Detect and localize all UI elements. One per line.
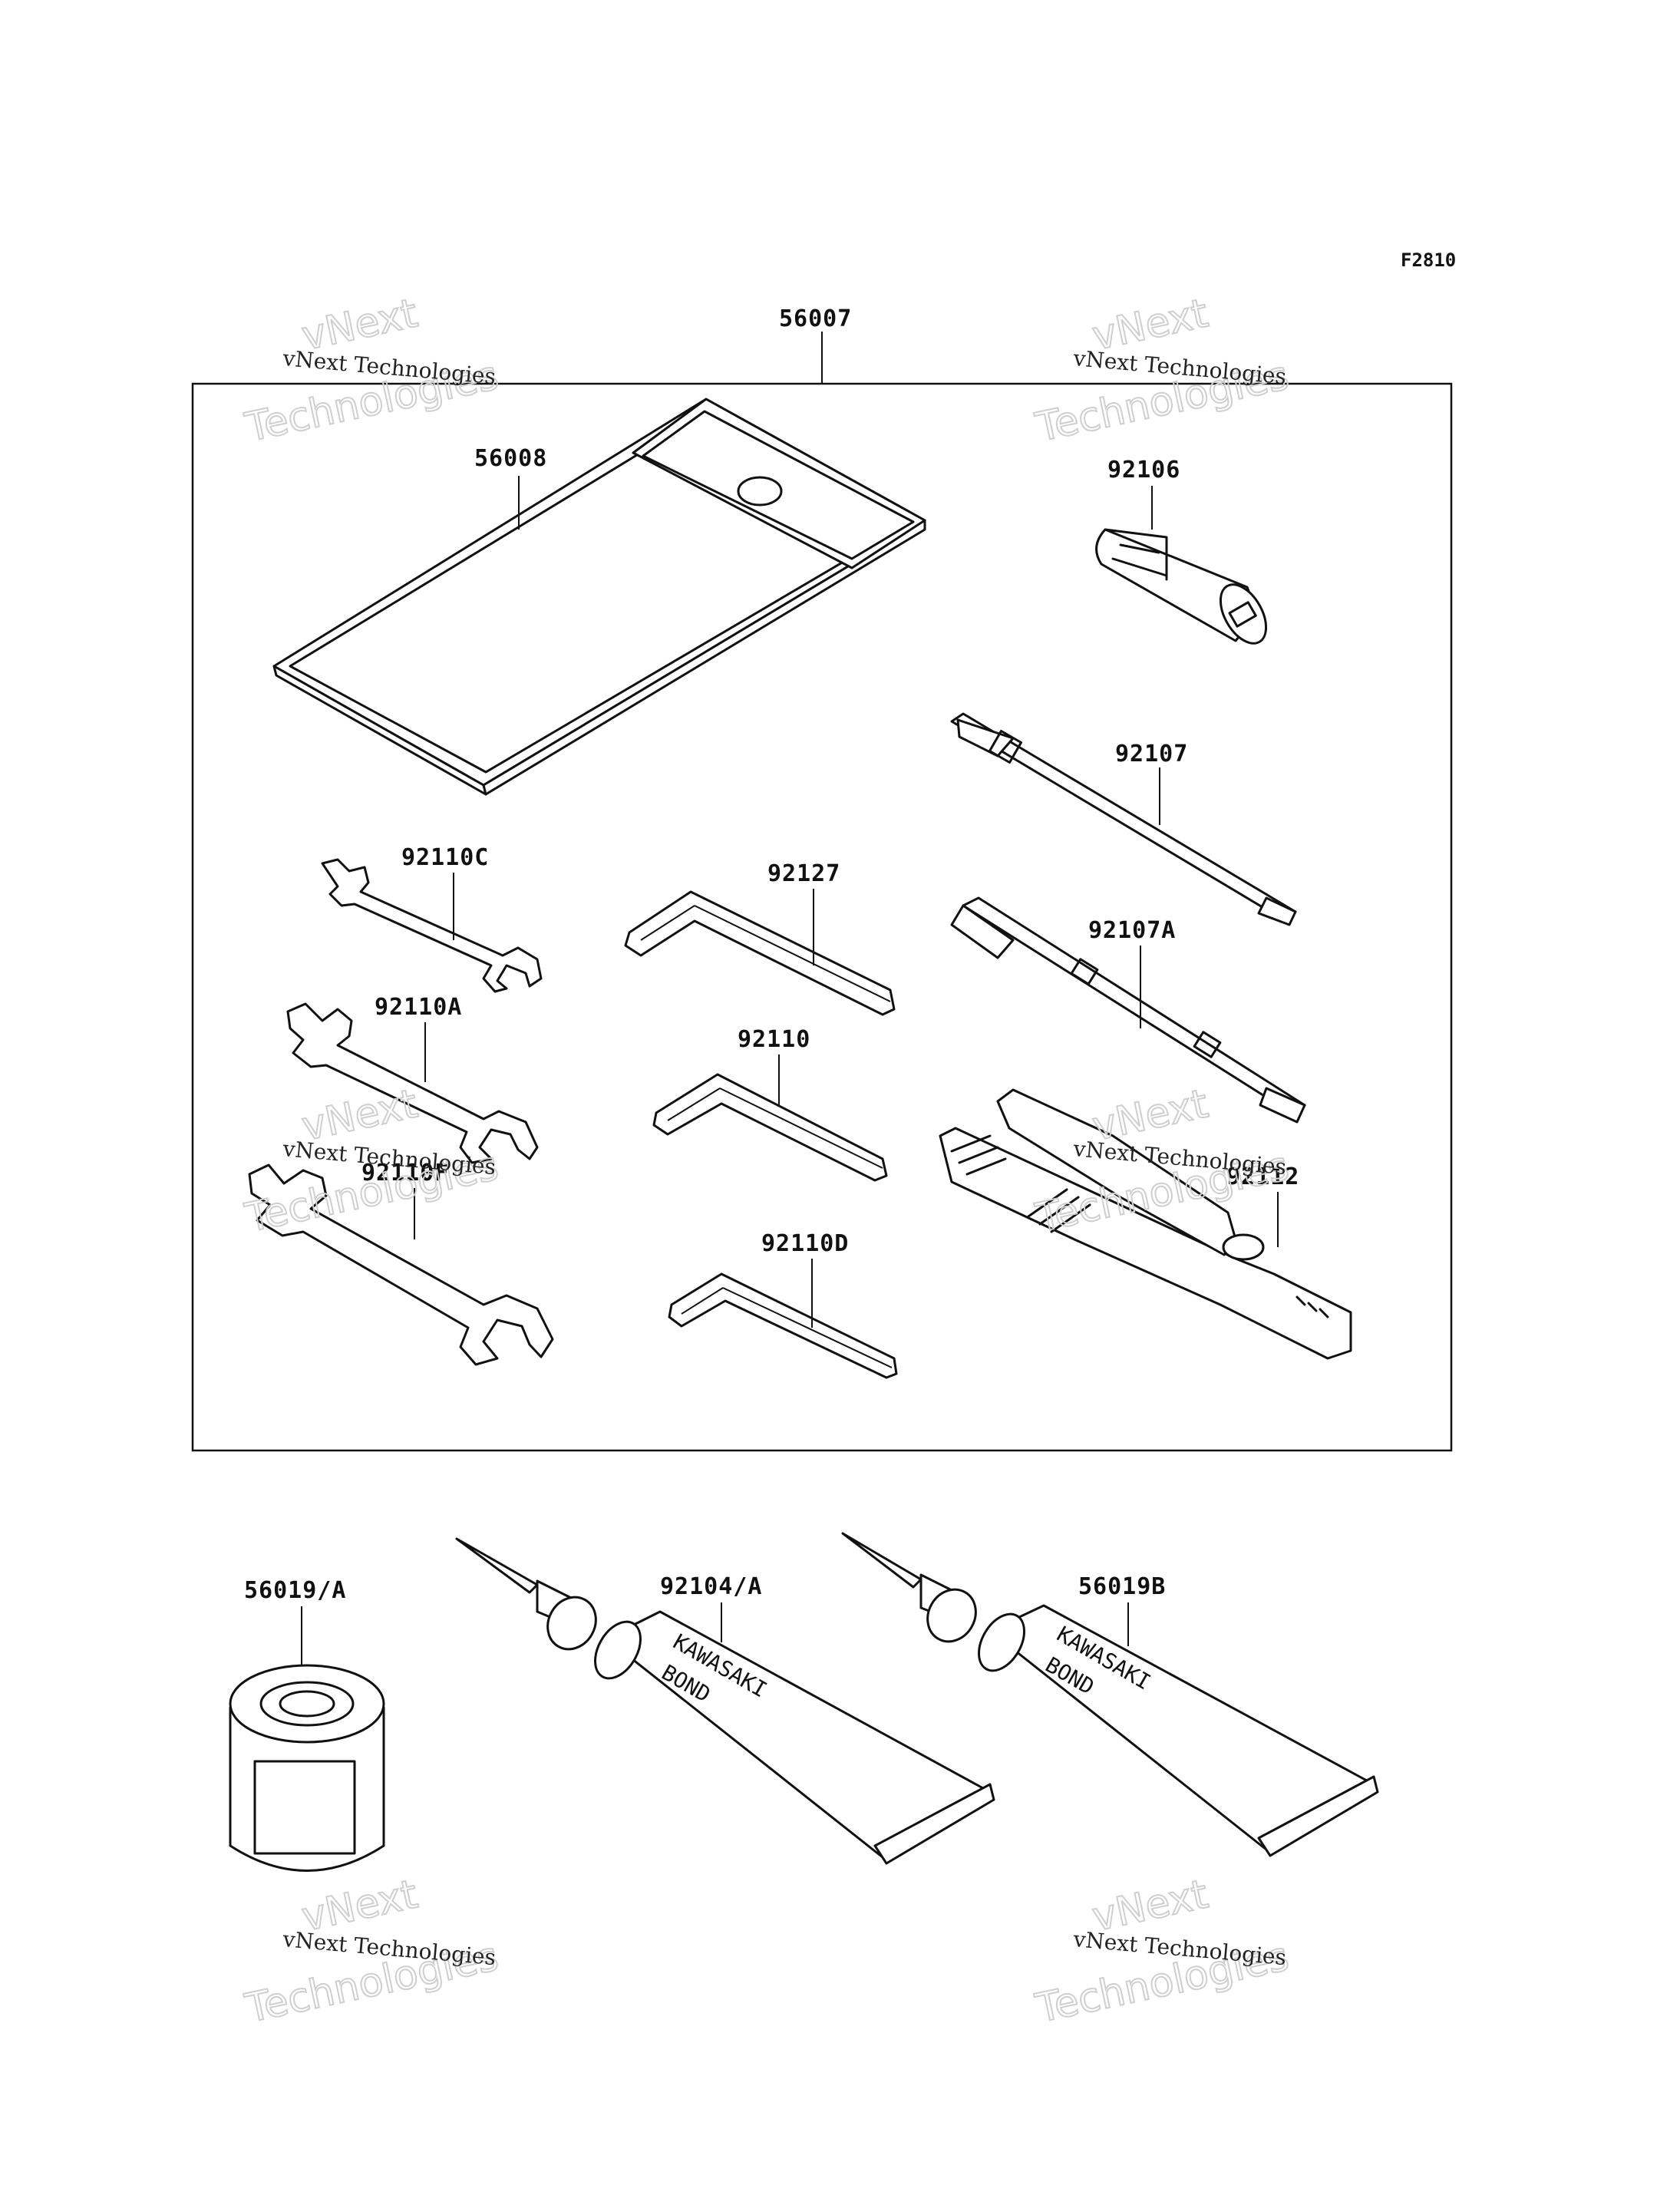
label-92110F[interactable]: 92110F [361,1160,449,1186]
large-wrench-drawing [248,1163,554,1366]
label-56008[interactable]: 56008 [474,445,547,472]
small-wrench-drawing [321,858,543,993]
watermark-bottom-right: vNext Technologies vNext Technologies [1031,1870,1293,2032]
label-92112[interactable]: 92112 [1226,1163,1299,1190]
label-92127[interactable]: 92127 [767,860,840,887]
label-56007[interactable]: 56007 [779,305,852,332]
label-92107A[interactable]: 92107A [1088,917,1176,944]
socket-drawing [1095,528,1268,645]
combination-driver-drawing [950,896,1306,1124]
label-56019A[interactable]: 56019/A [244,1577,346,1604]
medium-wrench-drawing [286,1002,539,1164]
small-hex-key-drawing [668,1272,898,1379]
label-56019B[interactable]: 56019B [1078,1573,1166,1600]
large-hex-key-drawing [624,890,896,1016]
label-92110D[interactable]: 92110D [761,1230,849,1257]
watermark-top-right: vNext Technologies vNext Technologies [1031,289,1293,451]
bond-tube-a-drawing [455,1537,995,1865]
label-92110A[interactable]: 92110A [375,994,462,1021]
label-92110C[interactable]: 92110C [401,844,489,871]
pliers-drawing [939,1088,1352,1360]
label-92106[interactable]: 92106 [1107,457,1180,483]
grease-can-drawing [229,1664,385,1872]
tool-pouch-drawing [272,398,926,796]
label-92107[interactable]: 92107 [1115,741,1188,767]
watermark-bottom-left: vNext Technologies vNext Technologies [240,1870,503,2032]
watermark-top-left: vNext Technologies vNext Technologies [240,289,503,451]
medium-hex-key-drawing [652,1073,888,1182]
figure-id: F2810 [1401,249,1456,271]
phillips-driver-drawing [950,712,1297,926]
label-92104A[interactable]: 92104/A [660,1573,762,1600]
bond-tube-b-drawing [841,1532,1379,1857]
watermark-mid-left: vNext Technologies vNext Technologies [240,1080,503,1242]
label-92110[interactable]: 92110 [738,1026,810,1053]
